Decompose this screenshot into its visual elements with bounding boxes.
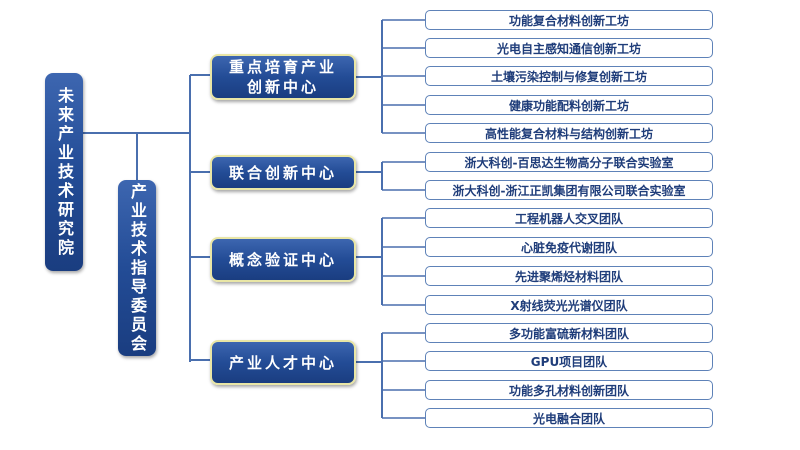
committee-box: 产业技术指导委员会: [118, 180, 156, 356]
leaf-box: 浙大科创-浙江正凯集团有限公司联合实验室: [425, 180, 713, 200]
leaf-box: 多功能富硫新材料团队: [425, 323, 713, 343]
leaf-box: 土壤污染控制与修复创新工坊: [425, 66, 713, 86]
center-box-joint-innovation: 联合创新中心: [210, 155, 356, 190]
leaf-box: 心脏免疫代谢团队: [425, 237, 713, 257]
leaf-box: 先进聚烯烃材料团队: [425, 266, 713, 286]
leaf-box: 功能多孔材料创新团队: [425, 380, 713, 400]
leaf-box: 健康功能配料创新工坊: [425, 95, 713, 115]
leaf-box: 高性能复合材料与结构创新工坊: [425, 123, 713, 143]
center-box-proof-of-concept: 概念验证中心: [210, 237, 356, 282]
leaf-box: 功能复合材料创新工坊: [425, 10, 713, 30]
leaf-box: GPU项目团队: [425, 351, 713, 371]
leaf-box: 光电自主感知通信创新工坊: [425, 38, 713, 58]
leaf-box: 工程机器人交叉团队: [425, 208, 713, 228]
leaf-box: 浙大科创-百思达生物高分子联合实验室: [425, 152, 713, 172]
center-box-key-industry: 重点培育产业创新中心: [210, 54, 356, 100]
center-box-talent: 产业人才中心: [210, 340, 356, 385]
root-box: 未来产业技术研究院: [45, 73, 83, 271]
leaf-box: 光电融合团队: [425, 408, 713, 428]
leaf-box: X射线荧光光谱仪团队: [425, 295, 713, 315]
